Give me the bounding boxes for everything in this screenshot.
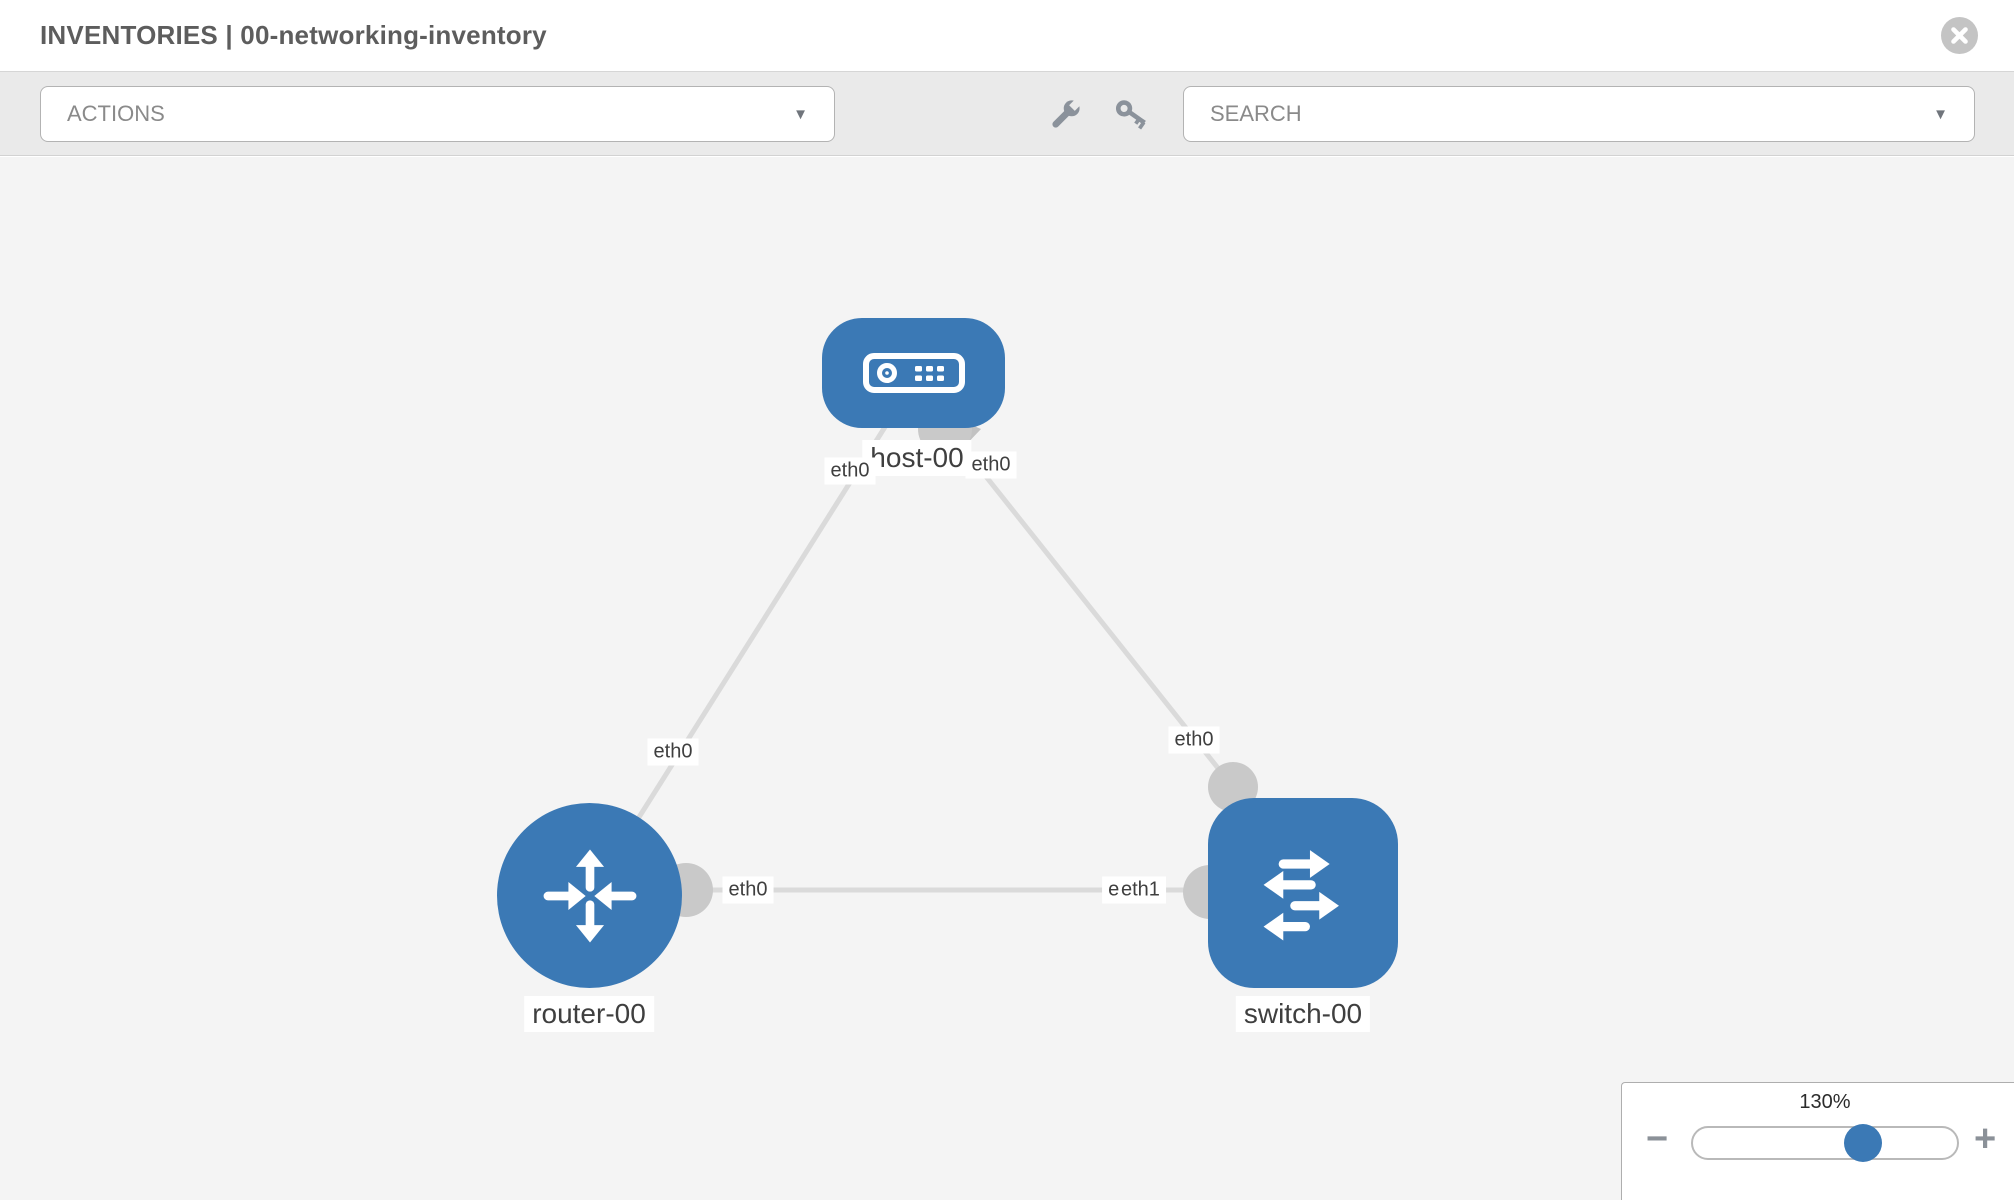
iface-label-router-right: eth0 — [722, 876, 774, 904]
iface-label-host-right: eth0 — [965, 451, 1017, 479]
search-dropdown[interactable]: SEARCH ▼ — [1183, 86, 1975, 142]
zoom-level: 130% — [1799, 1091, 1851, 1113]
key-button[interactable] — [1110, 94, 1154, 138]
close-button[interactable] — [1941, 17, 1978, 54]
zoom-out-icon[interactable]: − — [1646, 1118, 1669, 1160]
router-arrows-icon — [543, 849, 636, 942]
iface-label-router-top: eth0 — [647, 738, 699, 766]
header: INVENTORIES | 00-networking-inventory — [0, 0, 2014, 72]
iface-label-switch-left-eth1: eth1 — [1119, 878, 1160, 902]
wrench-icon — [1052, 99, 1081, 128]
actions-dropdown-label: ACTIONS — [67, 101, 165, 126]
chevron-down-icon: ▼ — [1933, 105, 1948, 123]
iface-label-switch-top: eth0 — [1168, 726, 1220, 754]
zoom-panel: 130% − + — [1621, 1082, 2014, 1200]
node-switch-00[interactable] — [1208, 798, 1398, 988]
node-host-00[interactable] — [822, 318, 1005, 428]
server-icon — [862, 353, 965, 393]
node-label-switch: switch-00 — [1235, 996, 1371, 1032]
chevron-down-icon: ▼ — [793, 105, 808, 123]
switch-arrows-icon — [1263, 850, 1339, 941]
node-label-host: host-00 — [862, 440, 972, 476]
iface-label-host-left: eth0 — [824, 457, 876, 485]
topology-edges — [587, 402, 1303, 919]
page-title: INVENTORIES | 00-networking-inventory — [40, 20, 547, 50]
close-icon — [1951, 27, 1968, 44]
toolbar: ACTIONS ▼ SEARCH ▼ — [0, 72, 2014, 156]
topology-canvas[interactable]: host-00 router-00 switch-00 eth0 eth0 et… — [0, 157, 2014, 1200]
configure-button[interactable] — [1042, 94, 1086, 138]
zoom-slider-thumb[interactable] — [1844, 1124, 1882, 1162]
key-icon — [1115, 100, 1146, 130]
zoom-in-icon[interactable]: + — [1974, 1118, 1997, 1160]
actions-dropdown[interactable]: ACTIONS ▼ — [40, 86, 835, 142]
node-label-router: router-00 — [524, 996, 654, 1032]
iface-label-switch-left-pair: eth0 eth1 — [1102, 876, 1166, 904]
link-router-host — [587, 417, 893, 897]
search-dropdown-label: SEARCH — [1210, 101, 1302, 126]
zoom-slider[interactable] — [1691, 1124, 1959, 1162]
node-router-00[interactable] — [497, 803, 682, 988]
